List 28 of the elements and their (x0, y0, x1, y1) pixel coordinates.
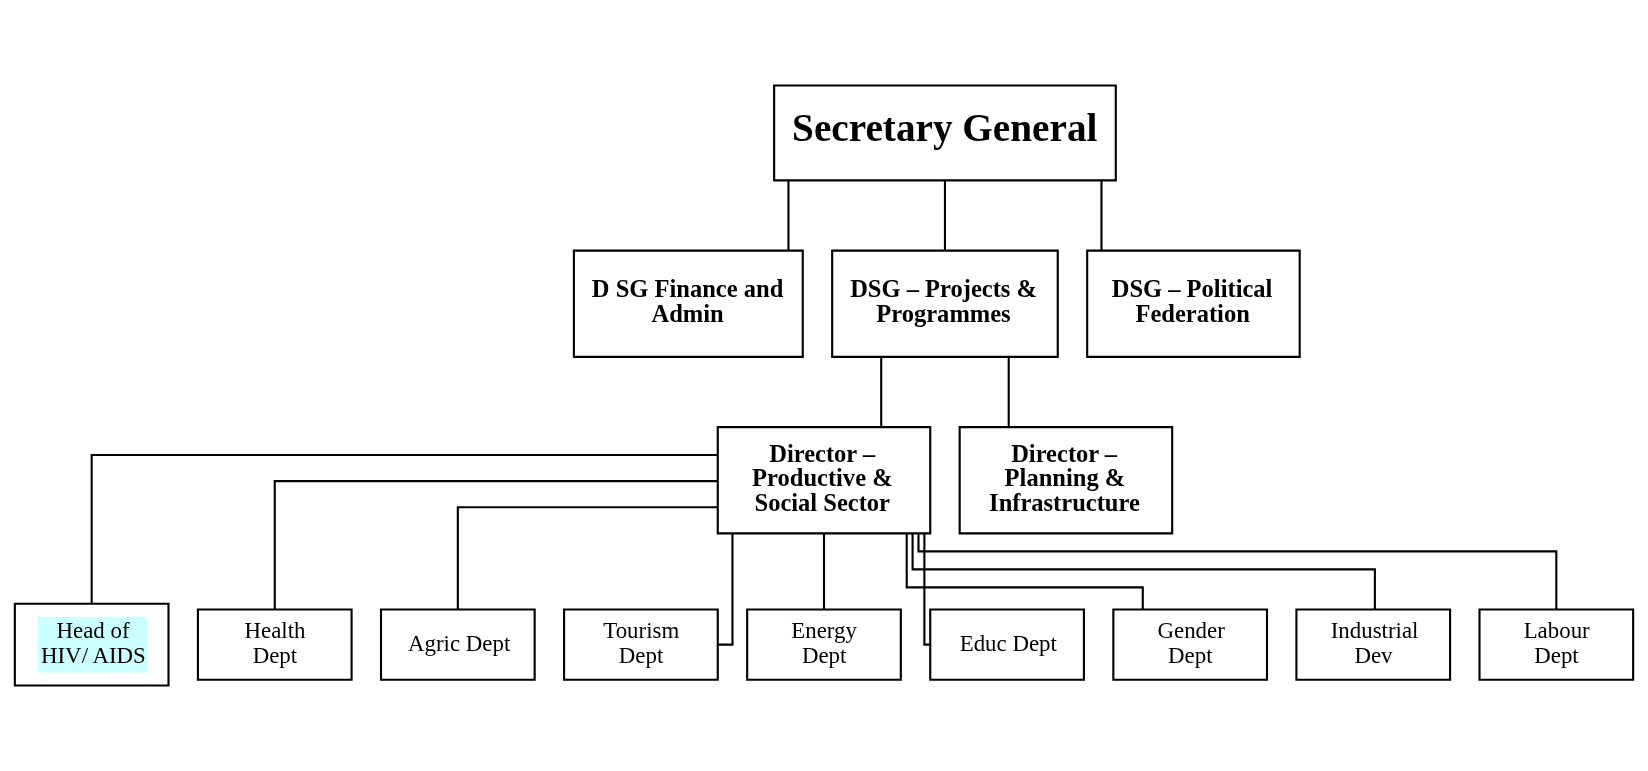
connector (880, 357, 883, 428)
node-box: Director – Productive & Social Sector (716, 426, 932, 535)
connector (822, 533, 826, 610)
node-box: Gender Dept (1112, 608, 1269, 681)
connector (923, 533, 930, 646)
node-box: D SG Finance and Admin (572, 249, 804, 358)
node-box: Health Dept (196, 608, 353, 681)
node-box: Tourism Dept (563, 608, 719, 681)
node-box: Educ Dept (929, 608, 1085, 681)
node-box: Industrial Dev (1295, 608, 1452, 681)
node-box: Director – Planning & Infrastructure (958, 426, 1174, 535)
connector (456, 506, 718, 610)
node-box: Energy Dept (746, 608, 902, 681)
connector (911, 533, 1376, 610)
node-box: Secretary General (773, 84, 1117, 182)
connector (1007, 357, 1010, 428)
node-box: DSG – Projects & Programmes (831, 249, 1059, 358)
connector (787, 180, 790, 251)
node-box: Agric Dept (379, 608, 536, 681)
node-box: Labour Dept (1478, 608, 1635, 681)
connector (717, 533, 734, 646)
connector (943, 180, 947, 251)
connector (1100, 180, 1103, 251)
node-box: DSG – Political Federation (1086, 249, 1301, 358)
connector (273, 480, 718, 610)
connector (90, 453, 718, 604)
connector (917, 533, 1558, 610)
node-box: Head of HIV/ AIDS (13, 602, 170, 687)
